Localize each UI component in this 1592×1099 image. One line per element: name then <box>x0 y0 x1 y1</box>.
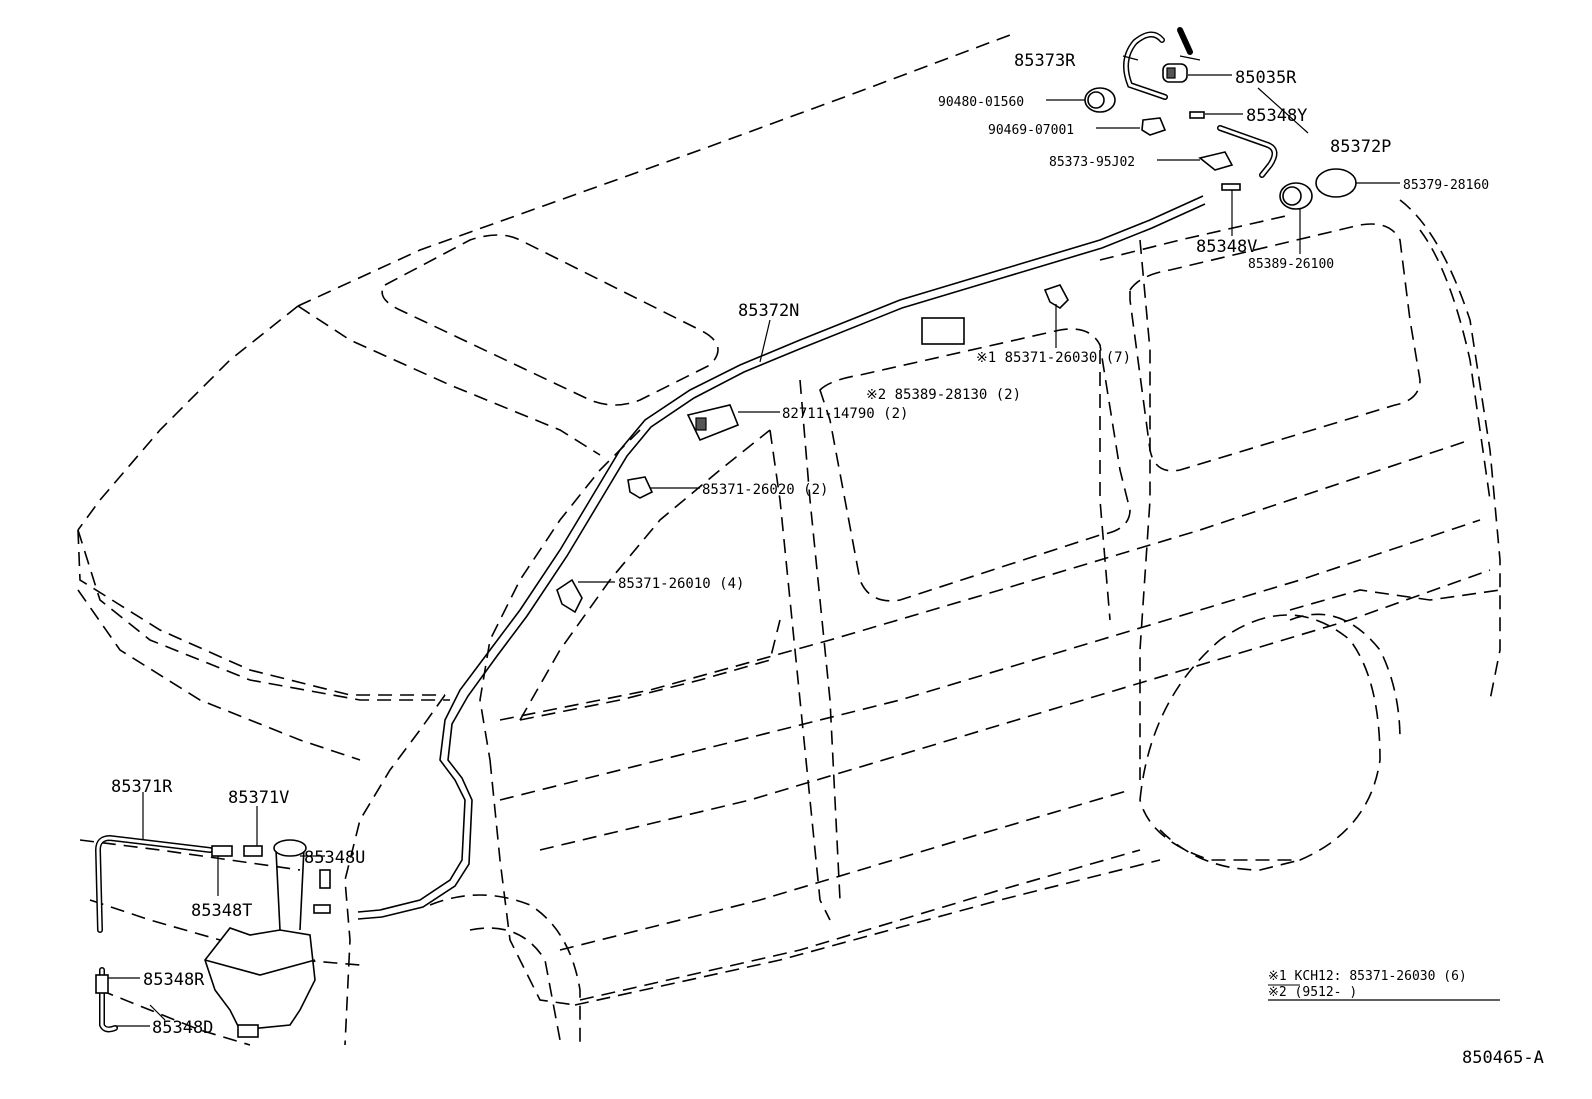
rear-nozzle-parts <box>1084 27 1357 210</box>
footnote-2: ※2 (9512- ) <box>1268 985 1357 1000</box>
footnote-1: ※1 KCH12: 85371-26030 (6) <box>1268 969 1467 984</box>
label-85348T: 85348T <box>191 901 252 921</box>
label-85371-26010: 85371-26010 (4) <box>618 576 744 592</box>
label-85372N: 85372N <box>738 301 799 321</box>
label-85371V: 85371V <box>228 788 289 808</box>
label-85348V: 85348V <box>1196 237 1257 257</box>
label-90480-01560: 90480-01560 <box>938 95 1024 110</box>
label-85389-26100: 85389-26100 <box>1248 257 1334 272</box>
label-85371R: 85371R <box>111 777 173 797</box>
label-90469-07001: 90469-07001 <box>988 123 1074 138</box>
label-85373-95J02: 85373-95J02 <box>1049 155 1135 170</box>
van-body-outline <box>77 34 1501 1046</box>
diagram-id: 850465-A <box>1462 1048 1544 1068</box>
label-85035R: 85035R <box>1235 68 1297 88</box>
washer-hose-85372N <box>357 195 1206 920</box>
label-85348U: 85348U <box>304 848 365 868</box>
footnotes: ※1 KCH12: 85371-26030 (6) ※2 (9512- ) <box>1268 969 1500 1001</box>
label-85348Y: 85348Y <box>1246 106 1307 126</box>
label-85372P: 85372P <box>1330 137 1391 157</box>
label-85379-28160: 85379-28160 <box>1403 178 1489 193</box>
label-85371-26030: ※1 85371-26030 (7) <box>976 350 1131 366</box>
leader-lines <box>108 55 1400 1027</box>
part-labels: 85373R 85035R 90480-01560 85348Y 90469-0… <box>111 51 1489 1038</box>
label-85348D: 85348D <box>152 1018 213 1038</box>
label-85348R: 85348R <box>143 970 205 990</box>
washer-tank-assembly <box>94 834 331 1038</box>
label-85389-28130: ※2 85389-28130 (2) <box>866 387 1021 403</box>
label-85371-26020: 85371-26020 (2) <box>702 482 828 498</box>
hose-clips <box>556 284 1069 614</box>
label-82711-14790: 82711-14790 (2) <box>782 406 908 422</box>
label-85373R: 85373R <box>1014 51 1076 71</box>
